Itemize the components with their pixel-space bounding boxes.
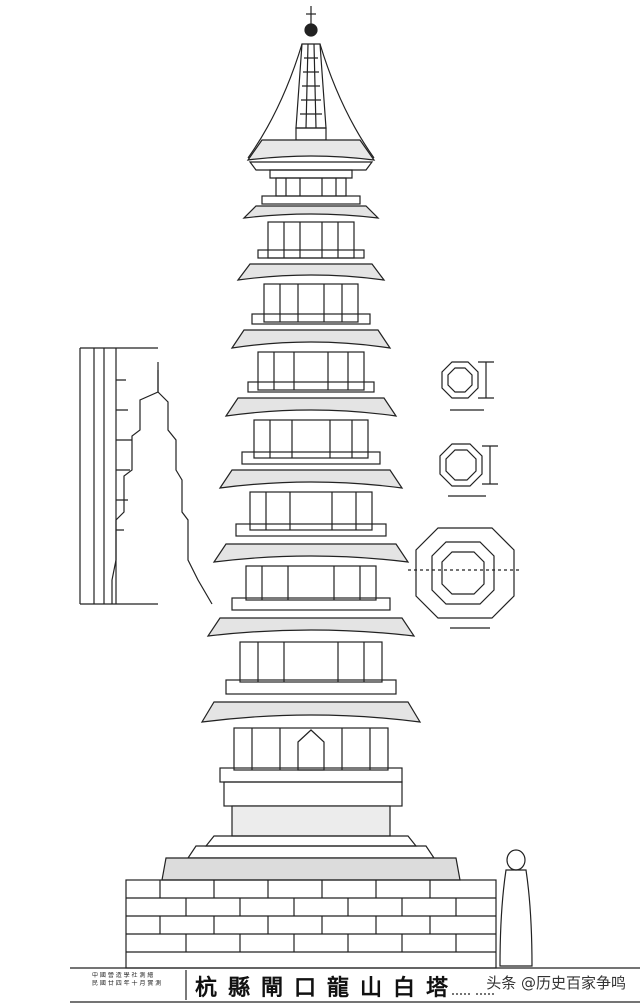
pagoda-spire bbox=[247, 6, 375, 159]
survey-note-line: 民 國 廿 四 年 十 月 實 測 bbox=[92, 980, 162, 987]
upper-tower-body bbox=[224, 177, 398, 417]
plan-diagram-small-1 bbox=[441, 361, 494, 411]
section-diagram bbox=[79, 347, 213, 605]
plan-diagram-base bbox=[408, 527, 520, 629]
watermark: 头条 @历史百家争鸣 bbox=[486, 974, 626, 992]
scale-human-figure bbox=[499, 849, 533, 967]
plan-diagram-small-2 bbox=[439, 443, 498, 497]
lower-tower-body bbox=[200, 641, 422, 783]
pagoda-base bbox=[125, 781, 497, 969]
top-roof bbox=[246, 139, 376, 179]
survey-note-line: 中 國 營 造 學 社 測 繪 bbox=[92, 972, 154, 979]
title-band-frame bbox=[70, 967, 640, 1003]
drawing-title: 杭縣閘口龍山白塔 bbox=[195, 975, 460, 1001]
middle-tower-body bbox=[206, 419, 416, 637]
survey-notes: 中 國 營 造 學 社 測 繪 民 國 廿 四 年 十 月 實 測 bbox=[92, 972, 182, 988]
